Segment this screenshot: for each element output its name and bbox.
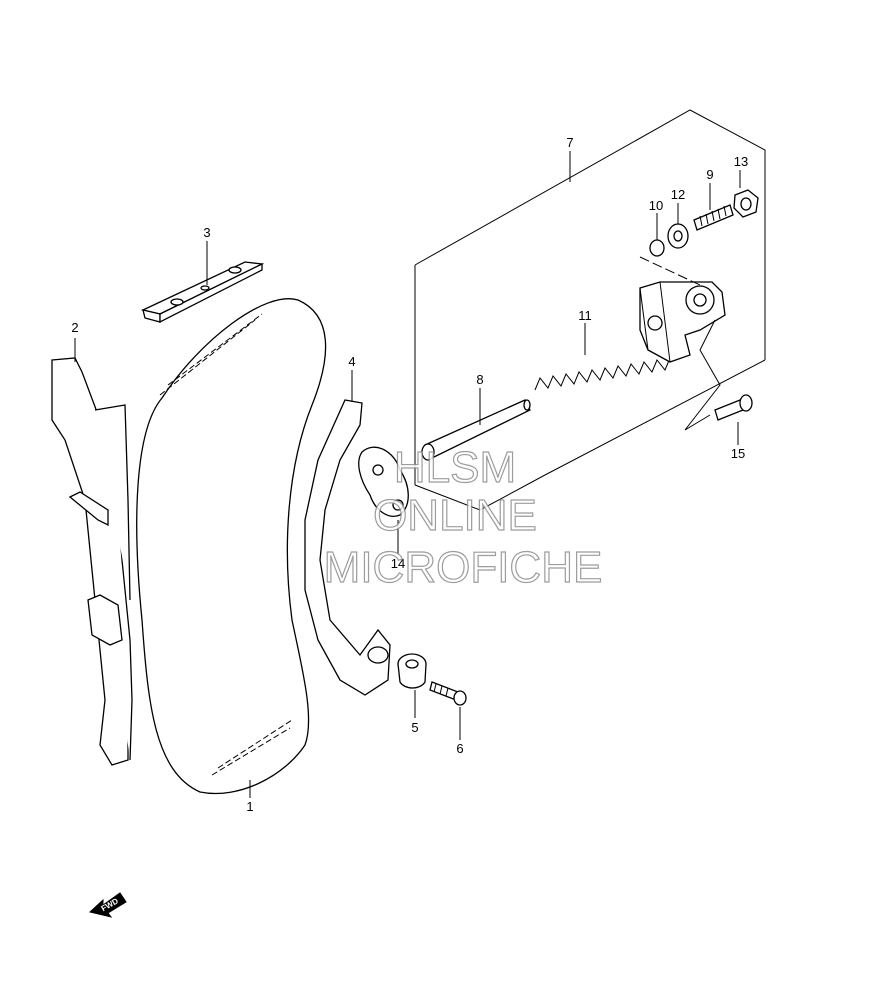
callout-numbers: 1 2 3 4 5 6 7 8 9 10 11 12 13 14 15 [71, 135, 748, 814]
bushing-part [397, 653, 427, 689]
callout-3: 3 [203, 225, 210, 240]
callout-15: 15 [731, 446, 745, 461]
tensioner-body-part [639, 281, 726, 363]
washer-part [667, 223, 689, 249]
leader-lines [74, 151, 741, 798]
tensioner-assembly-frame [414, 109, 766, 511]
callout-11: 11 [578, 308, 592, 323]
spring-part [534, 357, 671, 391]
callout-1: 1 [246, 799, 253, 814]
callout-9: 9 [706, 167, 713, 182]
nut-part [733, 189, 759, 218]
callout-7: 7 [566, 135, 573, 150]
callout-10: 10 [649, 198, 663, 213]
callout-8: 8 [476, 372, 483, 387]
watermark-line-2: ONLINE [373, 491, 537, 540]
tensioner-rod-part [421, 399, 531, 461]
callout-6: 6 [456, 741, 463, 756]
cam-chain-part [136, 298, 327, 795]
forward-arrow-icon: FWD [88, 892, 127, 918]
watermark-line-1: HLSM [394, 443, 516, 492]
adjuster-screw-part [693, 204, 734, 231]
center-lines [639, 256, 721, 431]
chain-guide-plate-part [141, 261, 265, 324]
callout-12: 12 [671, 187, 685, 202]
chain-links-top [159, 313, 263, 396]
tensioner-arm-part [304, 399, 391, 696]
o-ring-part [649, 239, 665, 257]
callout-2: 2 [71, 320, 78, 335]
chain-guide-part [51, 357, 133, 766]
watermark-line-3: MICROFICHE [324, 543, 603, 592]
callout-13: 13 [734, 154, 748, 169]
callout-5: 5 [411, 720, 418, 735]
callout-14: 14 [391, 556, 405, 571]
bolt-part-6 [429, 681, 467, 706]
chain-links-bottom [211, 719, 293, 776]
callout-4: 4 [348, 354, 355, 369]
watermark: HLSM ONLINE MICROFICHE [323, 442, 603, 592]
bolt-part-15 [714, 394, 753, 421]
gasket-part [358, 446, 409, 517]
